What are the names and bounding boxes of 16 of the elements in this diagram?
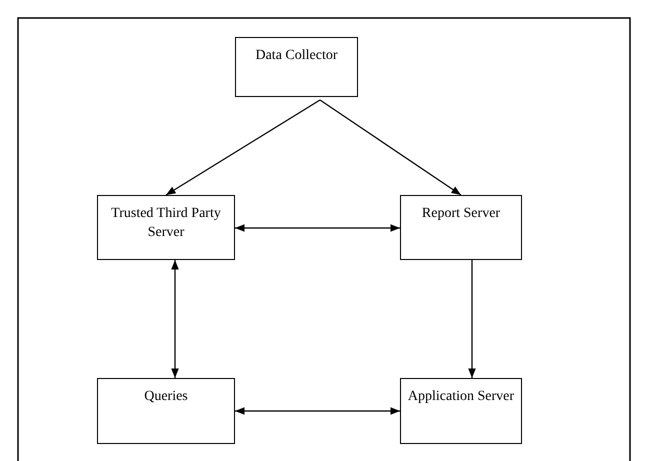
- arrow: [171, 260, 179, 378]
- box-label: Queries: [143, 388, 189, 406]
- process-box: [97, 195, 235, 260]
- arrow: [468, 260, 476, 378]
- arrow: [320, 100, 462, 196]
- box-label: Application Server: [406, 388, 516, 406]
- process-box: [400, 378, 522, 444]
- arrow: [235, 407, 400, 415]
- arrow: [235, 224, 400, 232]
- process-box: [400, 195, 522, 260]
- process-box: [235, 37, 358, 97]
- process-box: [97, 378, 235, 444]
- box-label: Trusted Third Party Server: [111, 205, 221, 242]
- box-label: Data Collector: [254, 47, 339, 65]
- box-label: Report Server: [420, 205, 502, 223]
- arrow: [166, 99, 320, 196]
